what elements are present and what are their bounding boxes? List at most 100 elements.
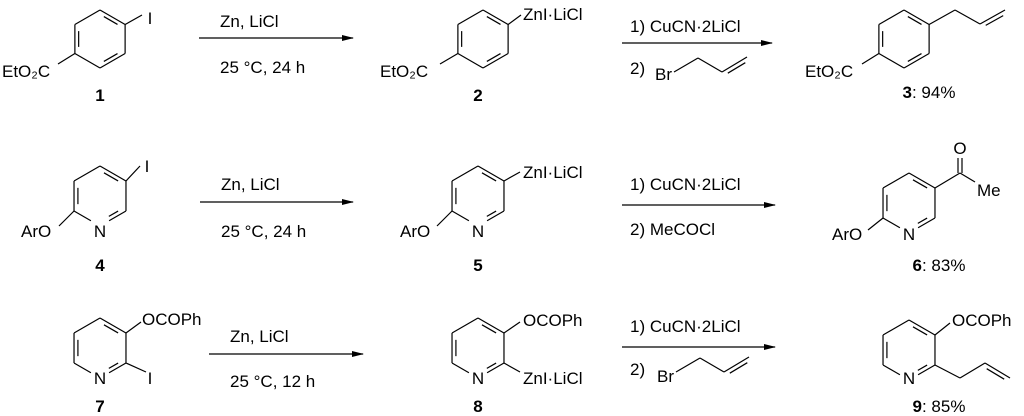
ring-bond (99, 165, 127, 182)
pyridine-nitrogen: N (472, 222, 484, 241)
ring-double-bond (108, 210, 119, 217)
conditions-text: 25 °C, 12 h (230, 372, 315, 391)
compound-5: ZnI·LiCl ArO N 5 (400, 163, 583, 275)
bond (723, 356, 750, 373)
bond (125, 362, 147, 373)
ring-bond (917, 217, 936, 229)
ring-double-bond (103, 53, 118, 62)
zinc-substituent: ZnI·LiCl (523, 369, 583, 388)
ring-bond (482, 9, 509, 26)
bond (503, 321, 521, 334)
ring-bond (457, 52, 484, 69)
ring-double-bond (912, 179, 928, 189)
ring-bond (99, 52, 126, 69)
ring-bond (882, 172, 910, 189)
conditions-text: 25 °C, 24 h (220, 58, 305, 77)
bond (861, 52, 880, 65)
bond (985, 15, 1004, 26)
bond (503, 171, 521, 182)
ring-double-bond (481, 172, 497, 182)
allyl-bromide-br: Br (657, 367, 674, 386)
pyridine-nitrogen: N (903, 369, 915, 388)
ester-group: EtO₂C (380, 62, 428, 81)
ring-double-bond (486, 210, 497, 217)
ring-double-bond (103, 16, 118, 25)
conditions-text: 25 °C, 24 h (221, 222, 306, 241)
pyridine-nitrogen: N (94, 222, 106, 241)
bond-lines (57, 9, 1011, 380)
bond (675, 357, 701, 373)
aryloxy-group: ArO (400, 222, 430, 241)
bond (503, 362, 521, 373)
bond (439, 52, 459, 65)
ring-double-bond (917, 217, 928, 224)
ring-bond (878, 9, 905, 26)
ring-bond (477, 165, 505, 182)
reaction-arrow-2a: Zn, LiCl 25 °C, 24 h (200, 175, 354, 241)
reaction-arrow-1b: 1) CuCN·2LiCl 2) Br (622, 17, 773, 84)
bond (57, 52, 76, 65)
reagent-text: Zn, LiCl (230, 327, 289, 346)
iodo-substituent: I (148, 369, 153, 388)
reagent-text: Zn, LiCl (221, 175, 280, 194)
bond (729, 362, 748, 374)
ring-bond (73, 362, 92, 374)
ring-bond (882, 364, 901, 376)
bond (507, 14, 522, 25)
reagent-text: 1) CuCN·2LiCl (630, 175, 741, 194)
reagent-text: 2) MeCOCl (630, 220, 715, 239)
bond (436, 210, 453, 227)
compound-6: O Me ArO N 6: 83% (832, 139, 1001, 275)
ring-bond (882, 217, 901, 229)
compound-label: 1 (95, 86, 104, 105)
bond (721, 56, 748, 73)
methyl-group: Me (977, 181, 1001, 200)
bond (125, 165, 141, 182)
ring-bond (74, 9, 101, 26)
ring-bond (451, 317, 479, 334)
ring-double-bond (917, 364, 928, 371)
reagent-text: 2) (630, 360, 645, 379)
ring-bond (73, 210, 92, 222)
reagent-text: 2) (630, 59, 645, 78)
iodo-substituent: I (145, 157, 150, 176)
ring-bond (74, 52, 101, 69)
bond (58, 210, 75, 227)
ring-bond (451, 362, 470, 374)
compound-label: 6: 83% (913, 256, 966, 275)
ring-double-bond (912, 326, 928, 336)
ring-double-bond (103, 324, 119, 334)
pyridine-nitrogen: N (472, 369, 484, 388)
compound-3: EtO₂C 3: 94% (805, 62, 955, 102)
ring-bond (486, 362, 505, 374)
bond (867, 217, 884, 231)
allyl-bromide-br: Br (655, 65, 672, 84)
compound-1: I EtO₂C 1 (2, 9, 152, 105)
bond (673, 57, 699, 73)
pyridine-nitrogen: N (94, 369, 106, 388)
bond (727, 62, 746, 74)
compound-4: I ArO N 4 (21, 157, 149, 275)
bond (697, 57, 723, 73)
bond (959, 362, 986, 379)
zinc-substituent: ZnI·LiCl (523, 5, 583, 24)
ring-double-bond (486, 16, 501, 25)
carbonyl-oxygen: O (953, 139, 966, 158)
compound-2: ZnI·LiCl EtO₂C 2 (380, 5, 583, 105)
ring-bond (457, 9, 484, 26)
bond (934, 172, 961, 189)
compound-8: OCOPh ZnI·LiCl N 8 (472, 311, 583, 416)
ring-double-bond (907, 16, 922, 25)
ring-bond (451, 165, 479, 182)
aryloxy-group: ArO (21, 222, 51, 241)
ring-bond (99, 317, 127, 334)
ring-double-bond (481, 324, 497, 334)
reaction-arrow-3a: Zn, LiCl 25 °C, 12 h (209, 327, 364, 391)
ring-bond (882, 319, 910, 336)
bond (928, 9, 956, 26)
ring-double-bond (907, 53, 922, 62)
ring-double-bond (486, 362, 497, 369)
bond (934, 364, 961, 379)
compound-label: 4 (95, 256, 105, 275)
reaction-arrow-2b: 1) CuCN·2LiCl 2) MeCOCl (622, 175, 776, 239)
